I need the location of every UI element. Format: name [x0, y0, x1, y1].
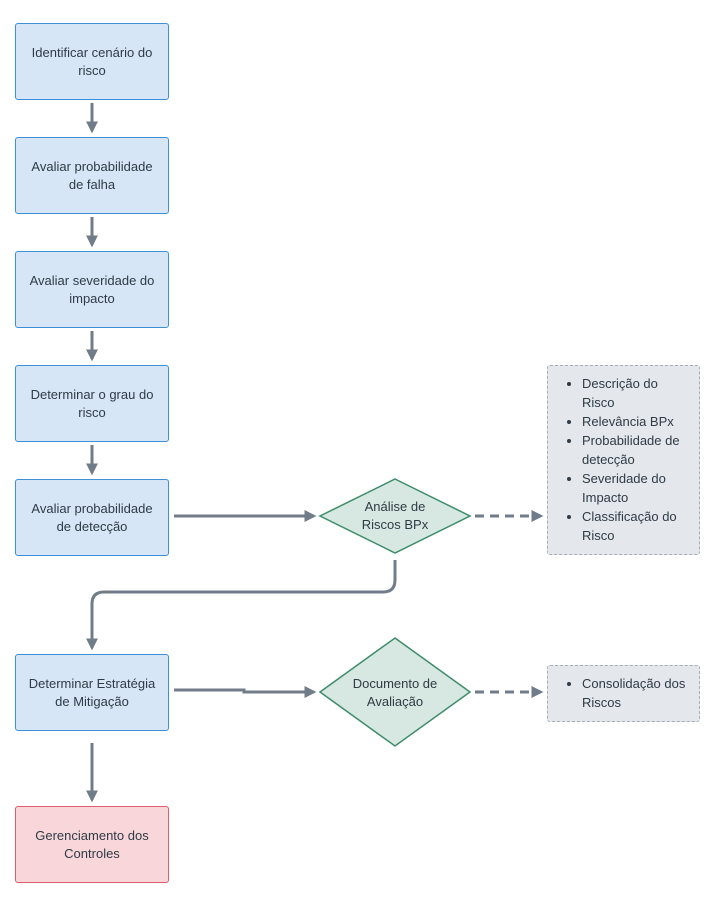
step-determinar-grau: Determinar o grau do risco — [15, 365, 169, 442]
note-documento-item: Consolidação dos Riscos — [582, 674, 691, 712]
step-gerenciamento-controles: Gerenciamento dos Controles — [15, 806, 169, 883]
note-analise-riscos: Descrição do Risco Relevância BPx Probab… — [547, 365, 700, 555]
note-analise-item: Relevância BPx — [582, 412, 691, 431]
decision-diamond-analise — [318, 478, 472, 554]
step-avaliar-probabilidade-falha: Avaliar probabilidade de falha — [15, 137, 169, 214]
step-determinar-estrategia: Determinar Estratégia de Mitigação — [15, 654, 169, 731]
step-avaliar-probabilidade-deteccao: Avaliar probabilidade de detecção — [15, 479, 169, 556]
note-analise-item: Probabilidade de detecção — [582, 431, 691, 469]
note-documento-list: Consolidação dos Riscos — [552, 674, 691, 712]
arrow-step6-decision2 — [174, 686, 317, 698]
step-avaliar-severidade: Avaliar severidade do impacto — [15, 251, 169, 328]
note-analise-item: Severidade do Impacto — [582, 469, 691, 507]
decision-label-analise: Análise de Riscos BPx — [361, 499, 429, 532]
note-analise-item: Classificação do Risco — [582, 507, 691, 545]
decision-label-documento: Documento de Avaliação — [352, 676, 438, 709]
arrow-decision1-step6 — [86, 560, 397, 651]
decision-diamond-documento — [318, 637, 472, 747]
note-documento-avaliacao: Consolidação dos Riscos — [547, 665, 700, 722]
step-identificar-cenario: Identificar cenário do risco — [15, 23, 169, 100]
note-analise-list: Descrição do Risco Relevância BPx Probab… — [552, 374, 691, 545]
note-analise-item: Descrição do Risco — [582, 374, 691, 412]
